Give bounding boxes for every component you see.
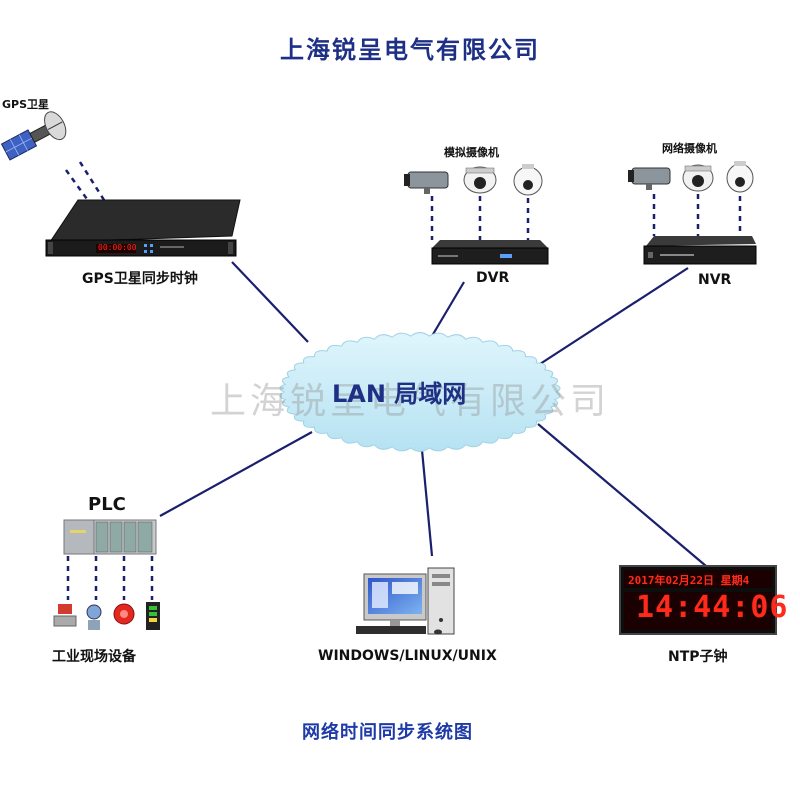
network-camera-links	[652, 194, 742, 236]
company-watermark: 上海锐呈电气有限公司	[210, 381, 611, 422]
gps-signal-lines	[64, 161, 106, 207]
ntp-time-display: 14:44:06	[636, 590, 789, 625]
connection-lines	[159, 261, 707, 567]
gps-clock-device-icon	[45, 199, 241, 257]
dvr-label: DVR	[476, 270, 510, 286]
link-plc	[159, 431, 313, 517]
field-devices	[53, 602, 160, 630]
gps-satellite-label: GPS卫星	[2, 98, 50, 111]
analog-camera-label: 模拟摄像机	[444, 146, 499, 159]
field-devices-label: 工业现场设备	[52, 649, 136, 665]
ntp-date-display: 2017年02月22日 星期4	[628, 574, 750, 587]
alarm-siren-icon	[113, 603, 135, 625]
lan-cloud-shape	[279, 332, 561, 452]
analog-camera-links	[430, 196, 530, 240]
bullet-camera-icon	[404, 171, 449, 194]
link-computer	[420, 449, 434, 557]
plc-module-icon	[63, 519, 157, 555]
gps-clock-label: GPS卫星同步时钟	[82, 271, 198, 287]
speed-dome-camera-icon	[513, 164, 543, 196]
computer-icon	[356, 567, 455, 635]
link-nvr	[539, 267, 689, 365]
gps-satellite-icon	[0, 111, 67, 161]
pressure-transmitter-icon	[86, 604, 102, 630]
lan-cloud	[279, 332, 561, 452]
link-gps-clock	[231, 261, 309, 343]
diagram-title: 网络时间同步系统图	[302, 722, 473, 743]
link-dvr	[431, 281, 465, 337]
computer-label: WINDOWS/LINUX/UNIX	[318, 648, 497, 664]
nvr-label: NVR	[698, 272, 732, 288]
lan-label: LAN 局域网	[332, 380, 467, 408]
bullet-camera-icon	[628, 167, 671, 190]
link-ntp-clock	[537, 423, 707, 567]
plc-label: PLC	[88, 494, 126, 515]
dome-camera-icon	[463, 166, 497, 194]
company-title: 上海锐呈电气有限公司	[280, 36, 540, 64]
speed-dome-camera-icon	[726, 161, 754, 193]
analog-cameras	[404, 164, 543, 196]
indicator-panel-icon	[146, 602, 160, 630]
plc-field-links	[66, 556, 154, 600]
valve-icon	[53, 604, 77, 627]
gps-clock-display: 00:00:00	[98, 243, 137, 252]
ntp-clock-icon	[619, 565, 777, 635]
nvr-device-icon	[643, 236, 757, 265]
network-cameras	[628, 161, 754, 193]
dvr-device-icon	[431, 240, 549, 265]
network-camera-label: 网络摄像机	[662, 142, 717, 155]
ntp-clock-label: NTP子钟	[668, 649, 728, 665]
dome-camera-icon	[682, 164, 714, 192]
